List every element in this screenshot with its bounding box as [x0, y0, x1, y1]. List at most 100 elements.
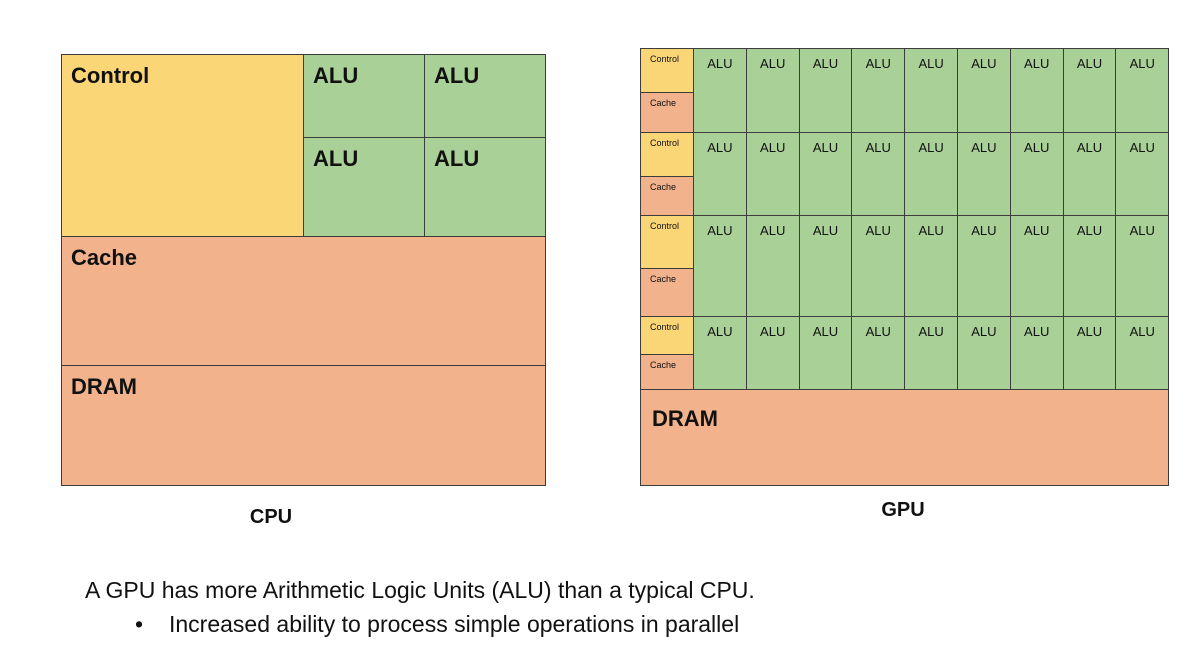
- gpu-alu-block: ALU: [745, 215, 800, 317]
- gpu-alu-label: ALU: [865, 324, 891, 339]
- gpu-alu-label: ALU: [918, 140, 944, 155]
- gpu-control-block: Control: [640, 215, 694, 269]
- gpu-alu-label: ALU: [918, 223, 944, 238]
- gpu-control-label: Control: [650, 221, 680, 231]
- gpu-alu-label: ALU: [865, 56, 891, 71]
- gpu-alu-block: ALU: [798, 215, 853, 317]
- gpu-cache-block: Cache: [640, 354, 694, 390]
- gpu-alu-block: ALU: [1115, 48, 1170, 133]
- gpu-caption: GPU: [881, 499, 925, 521]
- cpu-alu-block: ALU: [424, 54, 546, 138]
- gpu-alu-block: ALU: [1062, 316, 1117, 390]
- gpu-alu-label: ALU: [1024, 56, 1050, 71]
- gpu-cache-block: Cache: [640, 268, 694, 317]
- gpu-alu-label: ALU: [812, 56, 839, 71]
- gpu-alu-block: ALU: [1115, 132, 1170, 216]
- description-text: A GPU has more Arithmetic Logic Units (A…: [85, 577, 755, 603]
- gpu-alu-block: ALU: [693, 132, 747, 216]
- gpu-cache-label: Cache: [650, 182, 677, 192]
- gpu-alu-block: ALU: [745, 48, 800, 133]
- gpu-alu-block: ALU: [693, 316, 747, 390]
- gpu-alu-block: ALU: [957, 316, 1011, 390]
- gpu-alu-block: ALU: [798, 132, 853, 216]
- cpu-alu-label: ALU: [434, 63, 480, 88]
- gpu-alu-block: ALU: [798, 48, 853, 133]
- gpu-alu-block: ALU: [851, 132, 906, 216]
- gpu-alu-label: ALU: [1076, 324, 1103, 339]
- cpu-alu-label: ALU: [313, 63, 359, 88]
- gpu-alu-block: ALU: [957, 48, 1011, 133]
- gpu-alu-label: ALU: [1024, 140, 1050, 155]
- bullet-point: •: [135, 611, 144, 637]
- gpu-alu-block: ALU: [1062, 132, 1117, 216]
- gpu-alu-label: ALU: [707, 324, 733, 339]
- gpu-control-block: Control: [640, 316, 694, 355]
- gpu-alu-block: ALU: [904, 316, 958, 390]
- cpu-control-label: Control: [71, 63, 150, 88]
- gpu-alu-block: ALU: [851, 215, 906, 317]
- gpu-alu-block: ALU: [745, 316, 800, 390]
- gpu-alu-block: ALU: [1009, 316, 1064, 390]
- cpu-control-block: Control: [61, 54, 304, 237]
- gpu-control-label: Control: [650, 322, 680, 332]
- gpu-alu-label: ALU: [971, 324, 997, 339]
- gpu-dram-label: DRAM: [652, 406, 718, 431]
- gpu-alu-block: ALU: [745, 132, 800, 216]
- gpu-alu-block: ALU: [957, 132, 1011, 216]
- gpu-alu-block: ALU: [798, 316, 853, 390]
- gpu-control-block: Control: [640, 132, 694, 177]
- cpu-cache-block: Cache: [61, 236, 546, 366]
- gpu-alu-block: ALU: [1062, 215, 1117, 317]
- cpu-alu-block: ALU: [424, 137, 546, 237]
- gpu-alu-block: ALU: [1115, 316, 1170, 390]
- gpu-alu-block: ALU: [693, 215, 747, 317]
- gpu-alu-label: ALU: [1129, 324, 1155, 339]
- gpu-cache-label: Cache: [650, 360, 677, 370]
- gpu-alu-label: ALU: [1129, 223, 1155, 238]
- gpu-alu-label: ALU: [1129, 56, 1155, 71]
- gpu-alu-block: ALU: [1062, 48, 1117, 133]
- bullet-text: Increased ability to process simple oper…: [169, 611, 740, 637]
- gpu-alu-block: ALU: [1009, 132, 1064, 216]
- gpu-cache-block: Cache: [640, 176, 694, 216]
- gpu-alu-label: ALU: [1129, 140, 1155, 155]
- gpu-alu-label: ALU: [707, 56, 733, 71]
- cpu-dram-label: DRAM: [71, 374, 137, 399]
- gpu-cache-block: Cache: [640, 92, 694, 133]
- gpu-alu-label: ALU: [971, 223, 997, 238]
- gpu-control-label: Control: [650, 138, 680, 148]
- gpu-alu-block: ALU: [957, 215, 1011, 317]
- cpu-cache-label: Cache: [71, 245, 138, 270]
- gpu-alu-block: ALU: [904, 48, 958, 133]
- gpu-control-block: Control: [640, 48, 694, 93]
- cpu-alu-label: ALU: [313, 146, 359, 171]
- gpu-alu-label: ALU: [760, 223, 786, 238]
- gpu-alu-label: ALU: [760, 140, 786, 155]
- gpu-alu-block: ALU: [1115, 215, 1170, 317]
- cpu-dram-block: DRAM: [61, 365, 546, 486]
- gpu-cache-label: Cache: [650, 98, 677, 108]
- gpu-alu-block: ALU: [1009, 215, 1064, 317]
- gpu-alu-block: ALU: [1009, 48, 1064, 133]
- gpu-alu-label: ALU: [760, 324, 786, 339]
- gpu-alu-label: ALU: [1076, 56, 1103, 71]
- gpu-alu-label: ALU: [865, 140, 891, 155]
- gpu-cache-label: Cache: [650, 274, 677, 284]
- gpu-alu-block: ALU: [851, 48, 906, 133]
- gpu-alu-label: ALU: [1076, 140, 1103, 155]
- gpu-alu-label: ALU: [918, 56, 944, 71]
- cpu-alu-label: ALU: [434, 146, 480, 171]
- cpu-alu-block: ALU: [303, 54, 425, 138]
- gpu-alu-label: ALU: [971, 140, 997, 155]
- gpu-alu-label: ALU: [971, 56, 997, 71]
- gpu-alu-label: ALU: [1076, 223, 1103, 238]
- gpu-alu-block: ALU: [693, 48, 747, 133]
- gpu-alu-label: ALU: [812, 324, 839, 339]
- gpu-alu-label: ALU: [918, 324, 944, 339]
- gpu-alu-block: ALU: [904, 215, 958, 317]
- gpu-alu-label: ALU: [812, 140, 839, 155]
- cpu-caption: CPU: [249, 506, 293, 528]
- gpu-alu-label: ALU: [1024, 324, 1050, 339]
- gpu-alu-block: ALU: [851, 316, 906, 390]
- gpu-alu-label: ALU: [812, 223, 839, 238]
